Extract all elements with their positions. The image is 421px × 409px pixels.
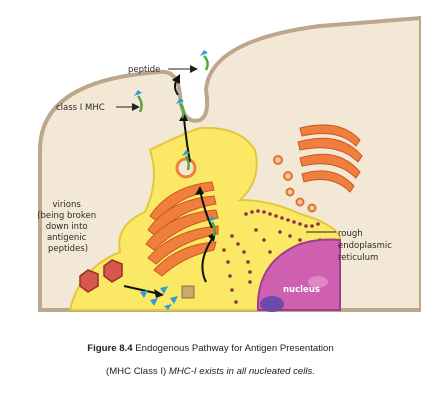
- proteasome: [181, 285, 195, 299]
- transport-vesicle: [175, 157, 197, 179]
- label-virions: virions (being broken down into antigeni…: [37, 200, 99, 254]
- caption-line-1: Figure 8.4 Endogenous Pathway for Antige…: [0, 343, 421, 354]
- virion-hexagons: [79, 259, 123, 293]
- label-class-i-mhc: class I MHC: [56, 103, 105, 113]
- vesicles-right: [273, 155, 317, 213]
- golgi-right: [297, 124, 363, 193]
- mhc-peptides: [134, 50, 216, 222]
- antigenic-peptides: [140, 286, 178, 310]
- caption-plain: (MHC Class I): [106, 366, 169, 377]
- label-nucleus: nucleus: [283, 285, 320, 295]
- mhc-molecules: [136, 55, 216, 237]
- leader-arrowheads: [132, 65, 198, 111]
- caption-italic: MHC-I exists in all nucleated cells.: [168, 366, 315, 377]
- label-peptide: peptide: [128, 65, 160, 75]
- ribosomes: [222, 209, 322, 304]
- antigen-pathway-diagram: peptide class I MHC virions (being broke…: [37, 15, 421, 312]
- nucleus: [256, 238, 341, 312]
- label-rough-er: rough endoplasmic reticulum: [338, 229, 395, 263]
- caption-line-2: (MHC Class I) MHC-I exists in all nuclea…: [0, 366, 421, 377]
- figure-number: Figure 8.4: [87, 343, 133, 354]
- figure-title: Endogenous Pathway for Antigen Presentat…: [135, 343, 334, 354]
